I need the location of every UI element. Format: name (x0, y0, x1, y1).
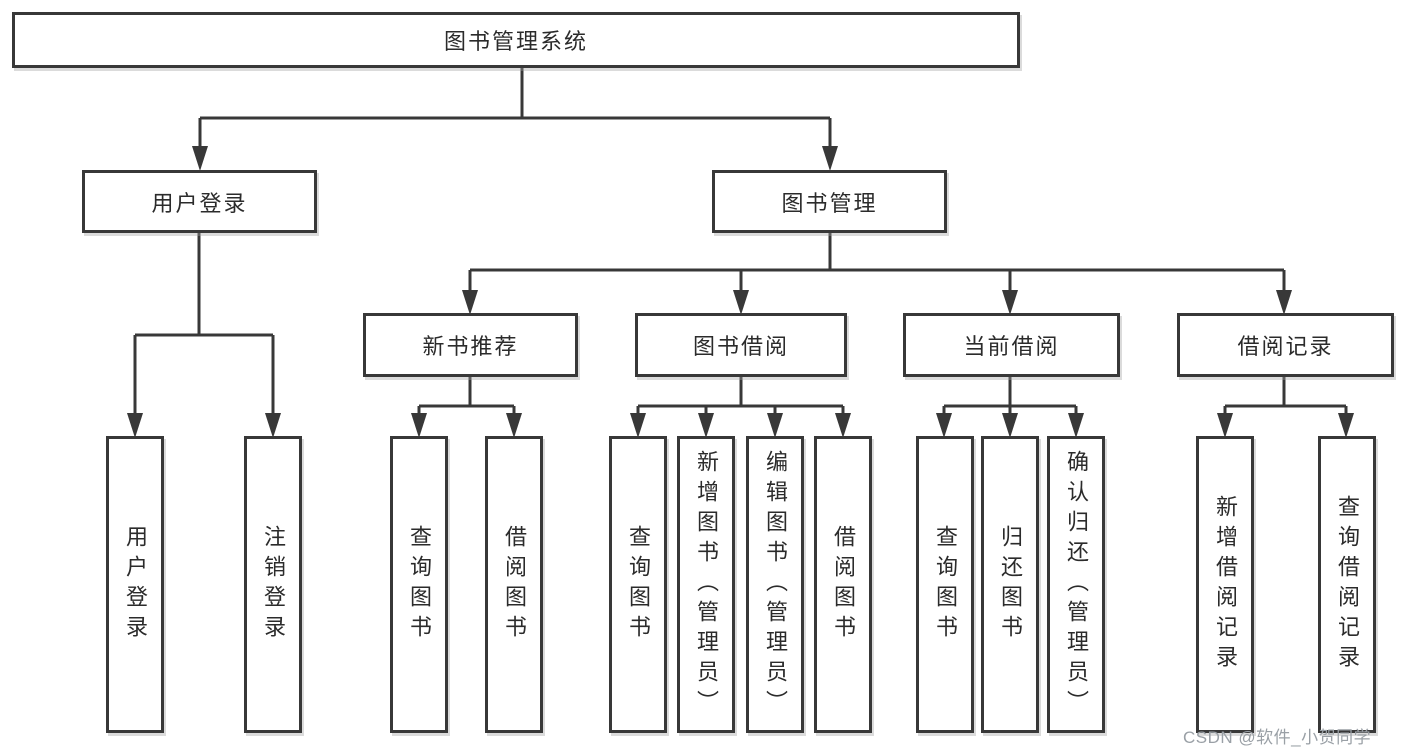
node-confirm-return-admin-label: 确认归还（管理员） (1064, 449, 1089, 720)
node-recommend-borrow-books-label: 借阅图书 (502, 524, 527, 645)
node-library-system: 图书管理系统 (12, 12, 1020, 68)
node-edit-book-admin: 编辑图书（管理员） (746, 436, 804, 733)
node-new-book-recommend-label: 新书推荐 (422, 334, 519, 359)
node-query-borrow-record-label: 查询借阅记录 (1335, 494, 1360, 675)
node-recommend-borrow-books: 借阅图书 (485, 436, 543, 733)
node-book-borrow: 图书借阅 (635, 313, 847, 377)
node-current-query-books-label: 查询图书 (933, 524, 958, 645)
node-logout-action: 注销登录 (244, 436, 302, 733)
node-logout-action-label: 注销登录 (261, 524, 286, 645)
node-current-borrow-label: 当前借阅 (963, 334, 1060, 359)
node-return-book-label: 归还图书 (998, 524, 1023, 645)
node-borrow-query-books-label: 查询图书 (626, 524, 651, 645)
node-add-book-admin-label: 新增图书（管理员） (694, 449, 719, 720)
node-user-login-action: 用户登录 (106, 436, 164, 733)
node-book-management-label: 图书管理 (781, 190, 878, 216)
node-borrow-borrow-books-label: 借阅图书 (831, 524, 856, 645)
node-user-login: 用户登录 (82, 170, 317, 233)
node-current-query-books: 查询图书 (916, 436, 974, 733)
node-borrow-borrow-books: 借阅图书 (814, 436, 872, 733)
node-edit-book-admin-label: 编辑图书（管理员） (763, 449, 788, 720)
node-query-borrow-record: 查询借阅记录 (1318, 436, 1376, 733)
node-add-borrow-record: 新增借阅记录 (1196, 436, 1254, 733)
node-add-book-admin: 新增图书（管理员） (677, 436, 735, 733)
node-book-management: 图书管理 (712, 170, 947, 233)
node-book-borrow-label: 图书借阅 (692, 334, 789, 359)
node-recommend-query-books-label: 查询图书 (407, 524, 432, 645)
node-user-login-action-label: 用户登录 (123, 524, 148, 645)
csdn-watermark: CSDN @软件_小贺同学 (1183, 728, 1372, 747)
node-borrow-query-books: 查询图书 (609, 436, 667, 733)
node-new-book-recommend: 新书推荐 (363, 313, 578, 377)
node-borrow-records: 借阅记录 (1177, 313, 1394, 377)
node-user-login-label: 用户登录 (151, 190, 248, 216)
node-current-borrow: 当前借阅 (903, 313, 1120, 377)
node-confirm-return-admin: 确认归还（管理员） (1047, 436, 1105, 733)
node-return-book: 归还图书 (981, 436, 1039, 733)
node-recommend-query-books: 查询图书 (390, 436, 448, 733)
node-borrow-records-label: 借阅记录 (1237, 334, 1334, 359)
node-library-system-label: 图书管理系统 (443, 29, 588, 54)
node-add-borrow-record-label: 新增借阅记录 (1213, 494, 1238, 675)
